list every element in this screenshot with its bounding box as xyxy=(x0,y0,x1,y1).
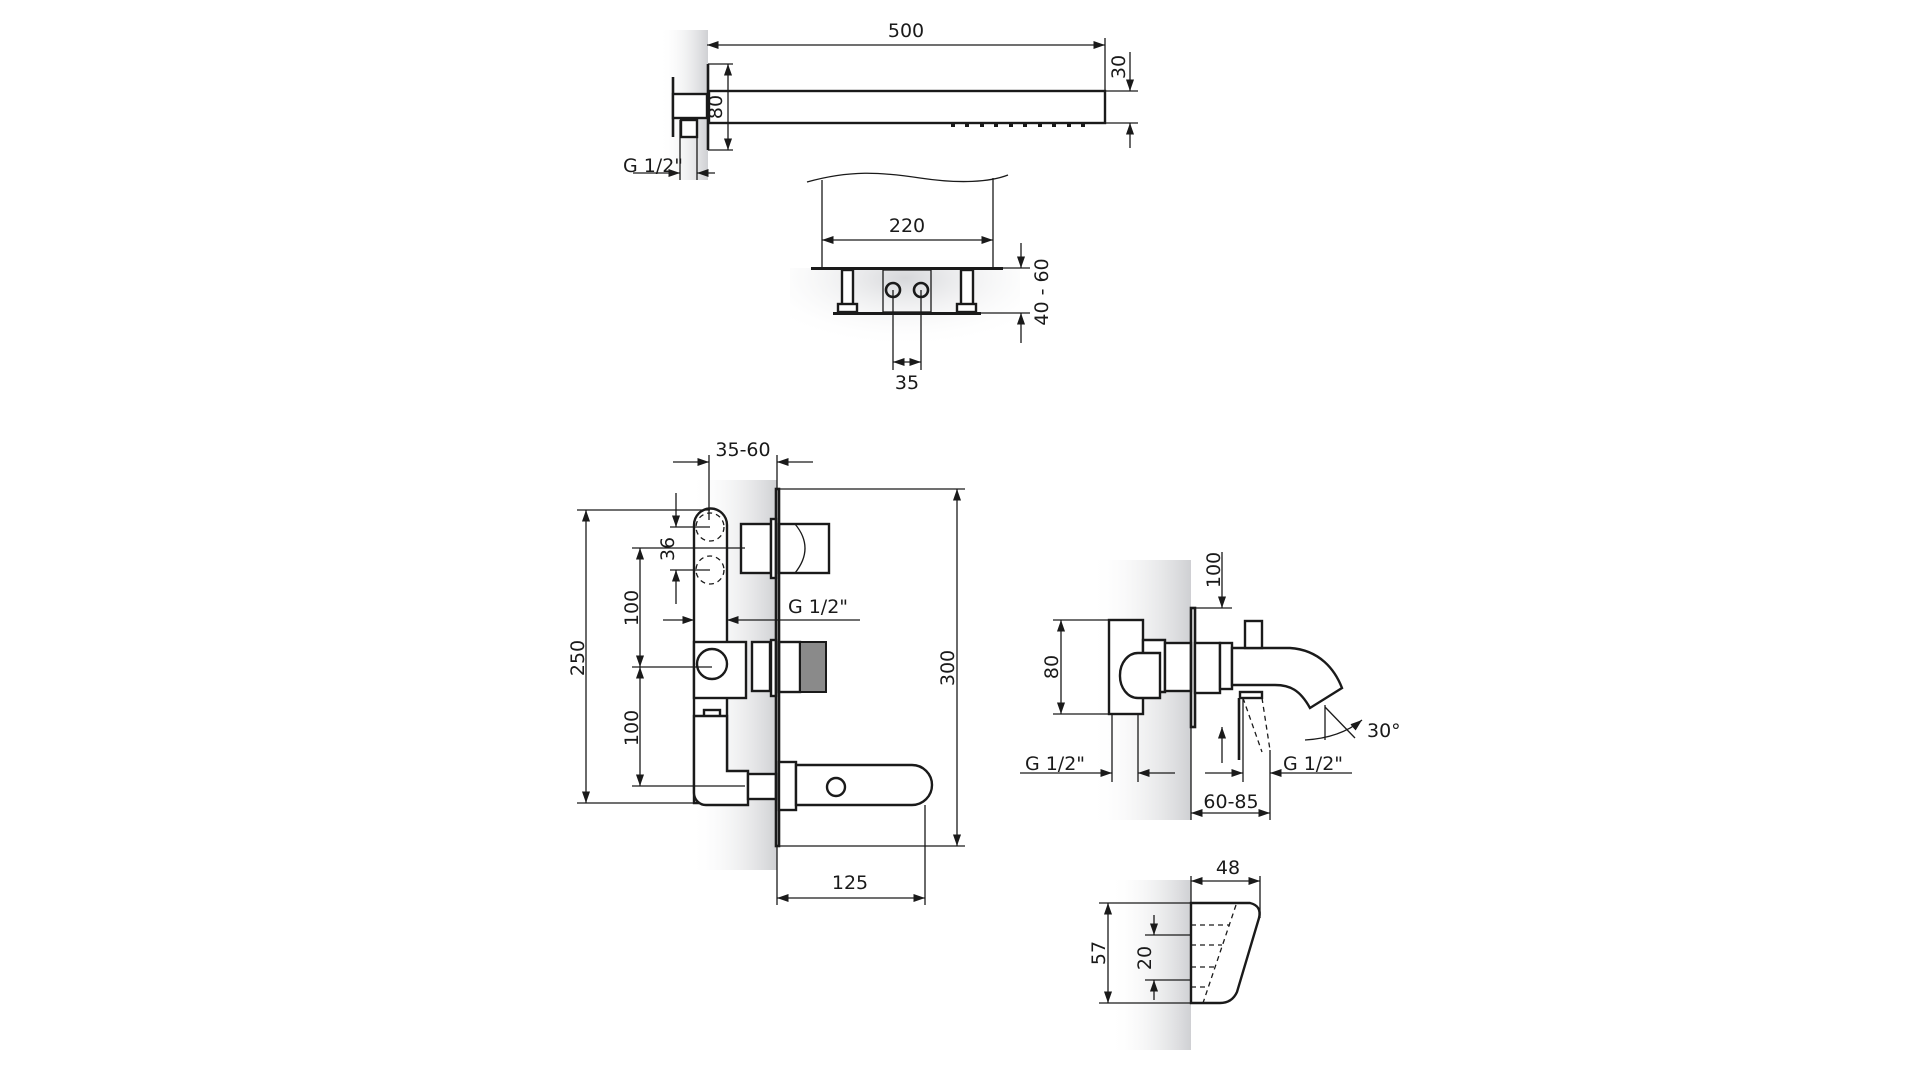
dim-end-width: 48 xyxy=(1216,857,1240,879)
dim-upper-gap: 100 xyxy=(621,590,643,626)
dim-spout-thread-right: G 1/2" xyxy=(1283,753,1343,775)
dim-inlet-spacing: 35 xyxy=(895,372,919,394)
wall-shadow xyxy=(790,268,1020,368)
wall-shadow xyxy=(1110,880,1191,1050)
dim-spout-angle: 30° xyxy=(1367,720,1401,742)
dim-arm-height: 30 xyxy=(1108,55,1130,79)
dim-spout-plate: 80 xyxy=(1041,655,1063,679)
concealed-mixer-side-view: 35-60 300 250 100 100 36 G 1/2" 125 xyxy=(567,439,965,905)
shower-arm-side-view: 500 80 30 G 1/2" xyxy=(623,20,1138,180)
nozzles xyxy=(951,123,1085,127)
dim-lower-gap: 100 xyxy=(621,710,643,746)
dim-mixer-depth: 35-60 xyxy=(715,439,770,461)
dim-end-outlet: 20 xyxy=(1134,946,1156,970)
dim-spout-height: 100 xyxy=(1203,552,1225,588)
dim-spout-projection: 60-85 xyxy=(1203,791,1258,813)
dim-head-depth: 40 - 60 xyxy=(1031,258,1053,325)
dim-arm-length: 500 xyxy=(888,20,924,42)
dim-outlet-spacing: 36 xyxy=(657,537,679,561)
dim-arm-thread: G 1/2" xyxy=(623,155,683,177)
shower-head-front-view: 220 35 40 - 60 xyxy=(806,172,1053,394)
spout-end-view: 48 57 20 xyxy=(1088,857,1261,1005)
dim-spout-thread-left: G 1/2" xyxy=(1025,753,1085,775)
knurled-handle xyxy=(799,641,827,693)
dim-head-width: 220 xyxy=(889,215,925,237)
bath-spout-side-view: 80 100 G 1/2" G 1/2" 60-85 30° xyxy=(1020,552,1401,820)
dim-body-height: 250 xyxy=(567,640,589,676)
dim-mixer-thread: G 1/2" xyxy=(788,596,848,618)
dim-lever-length: 125 xyxy=(832,872,868,894)
dim-end-height: 57 xyxy=(1088,941,1110,965)
dim-plate-height: 300 xyxy=(937,650,959,686)
dim-arm-plate: 80 xyxy=(705,95,727,119)
